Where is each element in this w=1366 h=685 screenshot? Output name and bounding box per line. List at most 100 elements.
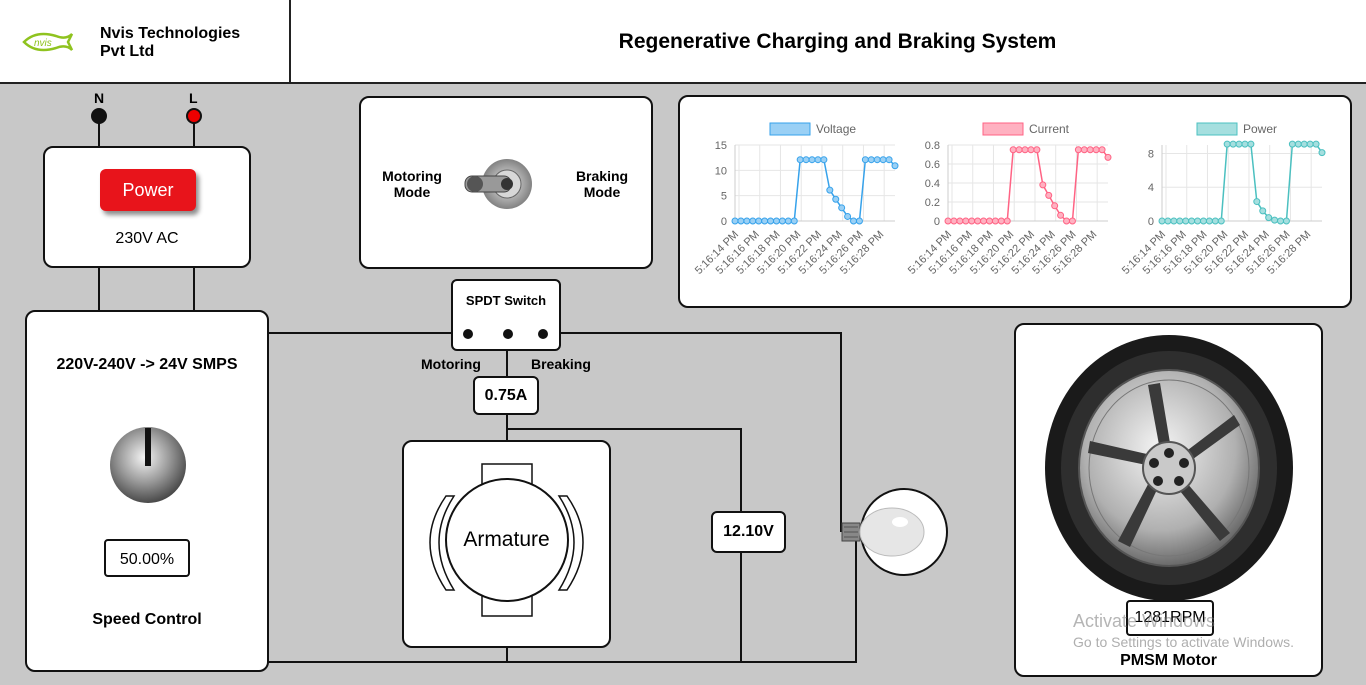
data-point [1265, 214, 1273, 222]
data-point [1104, 153, 1112, 161]
data-point [1211, 217, 1219, 225]
data-point [767, 217, 775, 225]
data-point [1051, 202, 1059, 210]
data-point [1045, 191, 1053, 199]
data-point [1288, 140, 1296, 148]
switch-contact-common [503, 329, 513, 339]
data-point [1282, 217, 1290, 225]
data-point [1318, 149, 1326, 157]
y-tick-label: 5 [721, 191, 727, 203]
braking-mode-line1: Braking [575, 168, 629, 184]
y-tick-label: 0.4 [925, 178, 940, 190]
data-point [790, 217, 798, 225]
data-point [1098, 146, 1106, 154]
data-point [1300, 140, 1308, 148]
data-point [1176, 217, 1184, 225]
terminal-live[interactable] [186, 108, 202, 124]
data-point [1194, 217, 1202, 225]
data-point [1205, 217, 1213, 225]
speed-knob[interactable] [109, 426, 187, 504]
data-point [855, 217, 863, 225]
smps-panel: 220V-240V -> 24V SMPS 50.00% Speed Contr… [25, 310, 269, 672]
logo-box: nvis Nvis Technologies Pvt Ltd [0, 0, 291, 84]
data-point [844, 212, 852, 220]
data-point [956, 217, 964, 225]
rpm-readout: 1281RPM [1126, 600, 1214, 636]
data-point [1294, 140, 1302, 148]
data-point [761, 217, 769, 225]
series-line-current [948, 149, 1109, 222]
data-point [997, 217, 1005, 225]
data-point [1306, 140, 1314, 148]
lamp-bulb-icon [841, 488, 948, 576]
motoring-mode-label: Motoring Mode [373, 168, 451, 200]
wire-lamp-return [855, 540, 857, 663]
data-point [1086, 146, 1094, 154]
terminal-l-label: L [189, 90, 198, 106]
data-point [820, 156, 828, 164]
wire-voltmeter-top [740, 428, 742, 512]
activate-windows-title: Activate Windows [1073, 611, 1216, 631]
data-point [1164, 217, 1172, 225]
data-point [879, 156, 887, 164]
wire-armature-bottom [506, 646, 508, 662]
spdt-switch[interactable]: SPDT Switch [451, 279, 561, 351]
data-point [1229, 140, 1237, 148]
legend-swatch-voltage [769, 122, 811, 136]
data-point [749, 217, 757, 225]
data-point [1182, 217, 1190, 225]
activate-windows-subtitle: Go to Settings to activate Windows. [1073, 634, 1294, 650]
legend-swatch-current [982, 122, 1024, 136]
data-point [1188, 217, 1196, 225]
data-point [1271, 216, 1279, 224]
data-point [832, 195, 840, 203]
data-point [850, 217, 858, 225]
wire-n-top [98, 116, 100, 146]
y-tick-label: 0 [721, 216, 727, 228]
data-point [1074, 146, 1082, 154]
data-point [891, 162, 899, 170]
braking-mode-line2: Mode [583, 184, 621, 200]
data-point [784, 217, 792, 225]
data-point [1003, 217, 1011, 225]
data-point [985, 217, 993, 225]
speed-value: 50.00% [104, 539, 190, 577]
data-point [1217, 217, 1225, 225]
wire-l-top [193, 116, 195, 146]
data-point [1068, 217, 1076, 225]
power-panel: Power 230V AC [43, 146, 251, 268]
switch-breaking-label: Breaking [531, 356, 591, 372]
data-point [731, 217, 739, 225]
wire-switch-right [541, 332, 841, 334]
armature-panel: Armature [402, 440, 611, 648]
wire-right-down [840, 332, 842, 532]
data-point [968, 217, 976, 225]
data-point [1021, 146, 1029, 154]
data-point [796, 156, 804, 164]
data-point [772, 217, 780, 225]
data-point [1092, 146, 1100, 154]
data-point [944, 217, 952, 225]
toggle-switch-icon[interactable] [463, 158, 535, 210]
legend-label-current: Current [1029, 122, 1070, 136]
power-button[interactable]: Power [100, 169, 196, 211]
braking-mode-label: Braking Mode [561, 168, 643, 200]
data-point [1277, 217, 1285, 225]
wire-n-smps [98, 267, 100, 311]
motoring-mode-line1: Motoring [382, 168, 442, 184]
data-point [1039, 181, 1047, 189]
current-readout: 0.75A [473, 376, 539, 415]
data-point [1027, 146, 1035, 154]
data-point [826, 186, 834, 194]
speed-control-label: Speed Control [92, 611, 202, 628]
data-point [838, 204, 846, 212]
tire-wheel-icon [1045, 335, 1293, 601]
data-point [1223, 140, 1231, 148]
data-point [1170, 217, 1178, 225]
series-line-voltage [735, 158, 896, 222]
terminal-neutral[interactable] [91, 108, 107, 124]
y-tick-label: 8 [1148, 148, 1154, 160]
